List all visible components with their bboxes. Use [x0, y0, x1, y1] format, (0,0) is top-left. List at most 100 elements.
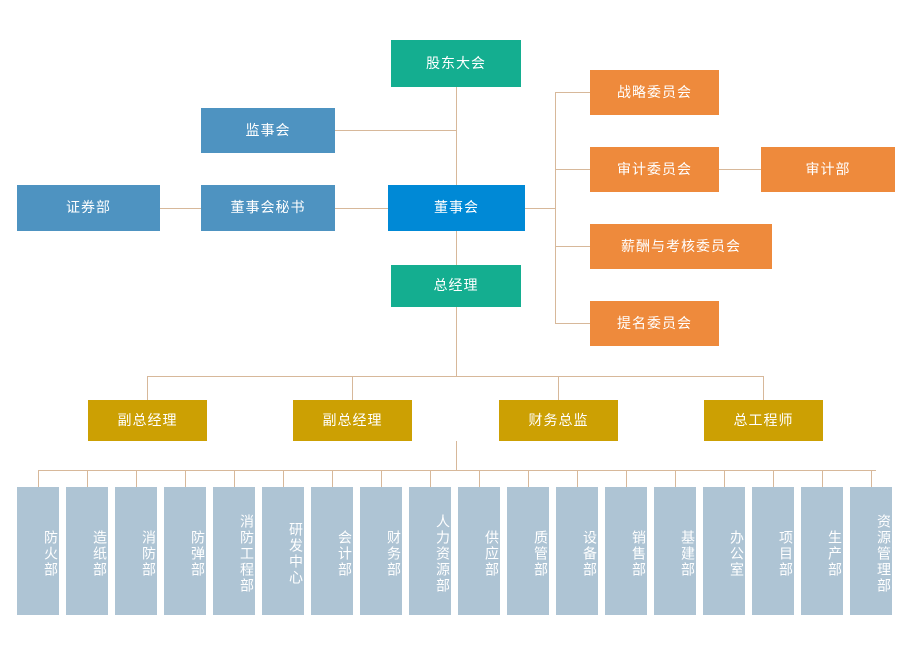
connector-bus-to-department: [724, 470, 725, 487]
node-executive-deputy-gm-1[interactable]: 副总经理: [88, 400, 207, 441]
connector-bus-to-department: [38, 470, 39, 487]
connector-bus-to-department: [675, 470, 676, 487]
node-label: 人力资源部: [435, 514, 451, 594]
connector-spine-to-strategy: [555, 92, 590, 93]
node-label: 质管部: [533, 530, 549, 578]
connector-spine-to-compensation: [555, 246, 590, 247]
connector-supervisory-to-trunk: [335, 130, 457, 131]
node-executive-deputy-gm-2[interactable]: 副总经理: [293, 400, 412, 441]
node-label: 监事会: [245, 121, 291, 138]
node-label: 战略委员会: [617, 83, 692, 100]
node-department[interactable]: 会计部: [311, 487, 353, 615]
node-label: 会计部: [337, 530, 353, 578]
node-department[interactable]: 研发中心: [262, 487, 304, 615]
node-department[interactable]: 防火部: [17, 487, 59, 615]
connector-bus-to-department: [528, 470, 529, 487]
node-label: 副总经理: [117, 411, 178, 428]
node-label: 薪酬与考核委员会: [621, 237, 741, 254]
committee-spine: [555, 92, 556, 324]
node-department[interactable]: 财务部: [360, 487, 402, 615]
node-committee-compensation[interactable]: 薪酬与考核委员会: [590, 224, 772, 269]
node-label: 销售部: [631, 530, 647, 578]
node-label: 消防工程部: [239, 514, 255, 594]
node-committee-audit[interactable]: 审计委员会: [590, 147, 719, 192]
node-committee-nomination[interactable]: 提名委员会: [590, 301, 719, 346]
connector-bus-to-exec-2: [352, 376, 353, 400]
node-label: 审计部: [805, 160, 851, 177]
connector-trunk-to-department-bus: [456, 441, 457, 470]
connector-bus-to-department: [577, 470, 578, 487]
connector-board-to-gm: [456, 231, 457, 265]
node-executive-chief-engineer[interactable]: 总工程师: [704, 400, 823, 441]
connector-bus-to-department: [479, 470, 480, 487]
connector-bus-to-department: [871, 470, 872, 487]
connector-bus-to-exec-3: [558, 376, 559, 400]
node-label: 证券部: [66, 199, 111, 216]
node-label: 董事会秘书: [230, 199, 306, 216]
node-label: 研发中心: [288, 522, 304, 586]
node-department[interactable]: 资源管理部: [850, 487, 892, 615]
node-label: 防火部: [43, 530, 59, 578]
node-executive-cfo[interactable]: 财务总监: [499, 400, 618, 441]
node-label: 项目部: [778, 530, 794, 578]
node-label: 防弹部: [190, 530, 206, 578]
connector-gm-to-exec-bus: [456, 307, 457, 376]
connector-bus-to-department: [430, 470, 431, 487]
node-securities-department[interactable]: 证券部: [17, 185, 160, 231]
department-bus: [38, 470, 876, 471]
connector-bus-to-exec-1: [147, 376, 148, 400]
node-committee-strategy[interactable]: 战略委员会: [590, 70, 719, 115]
connector-bus-to-department: [332, 470, 333, 487]
connector-bus-to-department: [87, 470, 88, 487]
node-department[interactable]: 供应部: [458, 487, 500, 615]
connector-board-to-committee-spine: [525, 208, 555, 209]
node-label: 总经理: [433, 277, 479, 294]
connector-spine-to-audit: [555, 169, 590, 170]
node-label: 总工程师: [733, 411, 794, 428]
node-department[interactable]: 生产部: [801, 487, 843, 615]
node-label: 资源管理部: [876, 514, 892, 594]
node-board-of-directors[interactable]: 董事会: [388, 185, 525, 231]
connector-bus-to-department: [822, 470, 823, 487]
connector-bus-to-department: [773, 470, 774, 487]
connector-secretary-to-board: [335, 208, 388, 209]
node-label: 提名委员会: [617, 314, 692, 331]
connector-bus-to-department: [136, 470, 137, 487]
node-label: 造纸部: [92, 530, 108, 578]
node-general-manager[interactable]: 总经理: [391, 265, 521, 307]
node-label: 供应部: [484, 530, 500, 578]
node-label: 董事会: [434, 199, 479, 216]
node-label: 基建部: [680, 530, 696, 578]
node-label: 设备部: [582, 530, 598, 578]
node-label: 股东大会: [426, 54, 486, 71]
node-department[interactable]: 消防工程部: [213, 487, 255, 615]
connector-bus-to-department: [626, 470, 627, 487]
node-shareholders-assembly[interactable]: 股东大会: [391, 40, 521, 87]
node-department[interactable]: 设备部: [556, 487, 598, 615]
connector-spine-to-nomination: [555, 323, 590, 324]
node-department[interactable]: 消防部: [115, 487, 157, 615]
node-department[interactable]: 质管部: [507, 487, 549, 615]
node-department[interactable]: 人力资源部: [409, 487, 451, 615]
node-department[interactable]: 项目部: [752, 487, 794, 615]
node-label: 办公室: [729, 530, 745, 578]
executive-bus: [147, 376, 764, 377]
node-department[interactable]: 造纸部: [66, 487, 108, 615]
connector-bus-to-department: [185, 470, 186, 487]
node-department[interactable]: 基建部: [654, 487, 696, 615]
connector-audit-committee-to-audit-dept: [719, 169, 761, 170]
node-label: 消防部: [141, 530, 157, 578]
connector-assembly-to-board: [456, 87, 457, 185]
node-audit-department[interactable]: 审计部: [761, 147, 895, 192]
node-label: 财务部: [386, 530, 402, 578]
node-board-secretary[interactable]: 董事会秘书: [201, 185, 335, 231]
node-label: 审计委员会: [617, 160, 692, 177]
node-department[interactable]: 销售部: [605, 487, 647, 615]
node-supervisory-board[interactable]: 监事会: [201, 108, 335, 153]
node-department[interactable]: 办公室: [703, 487, 745, 615]
node-department[interactable]: 防弹部: [164, 487, 206, 615]
node-label: 财务总监: [528, 411, 589, 428]
node-label: 生产部: [827, 530, 843, 578]
connector-bus-to-department: [283, 470, 284, 487]
